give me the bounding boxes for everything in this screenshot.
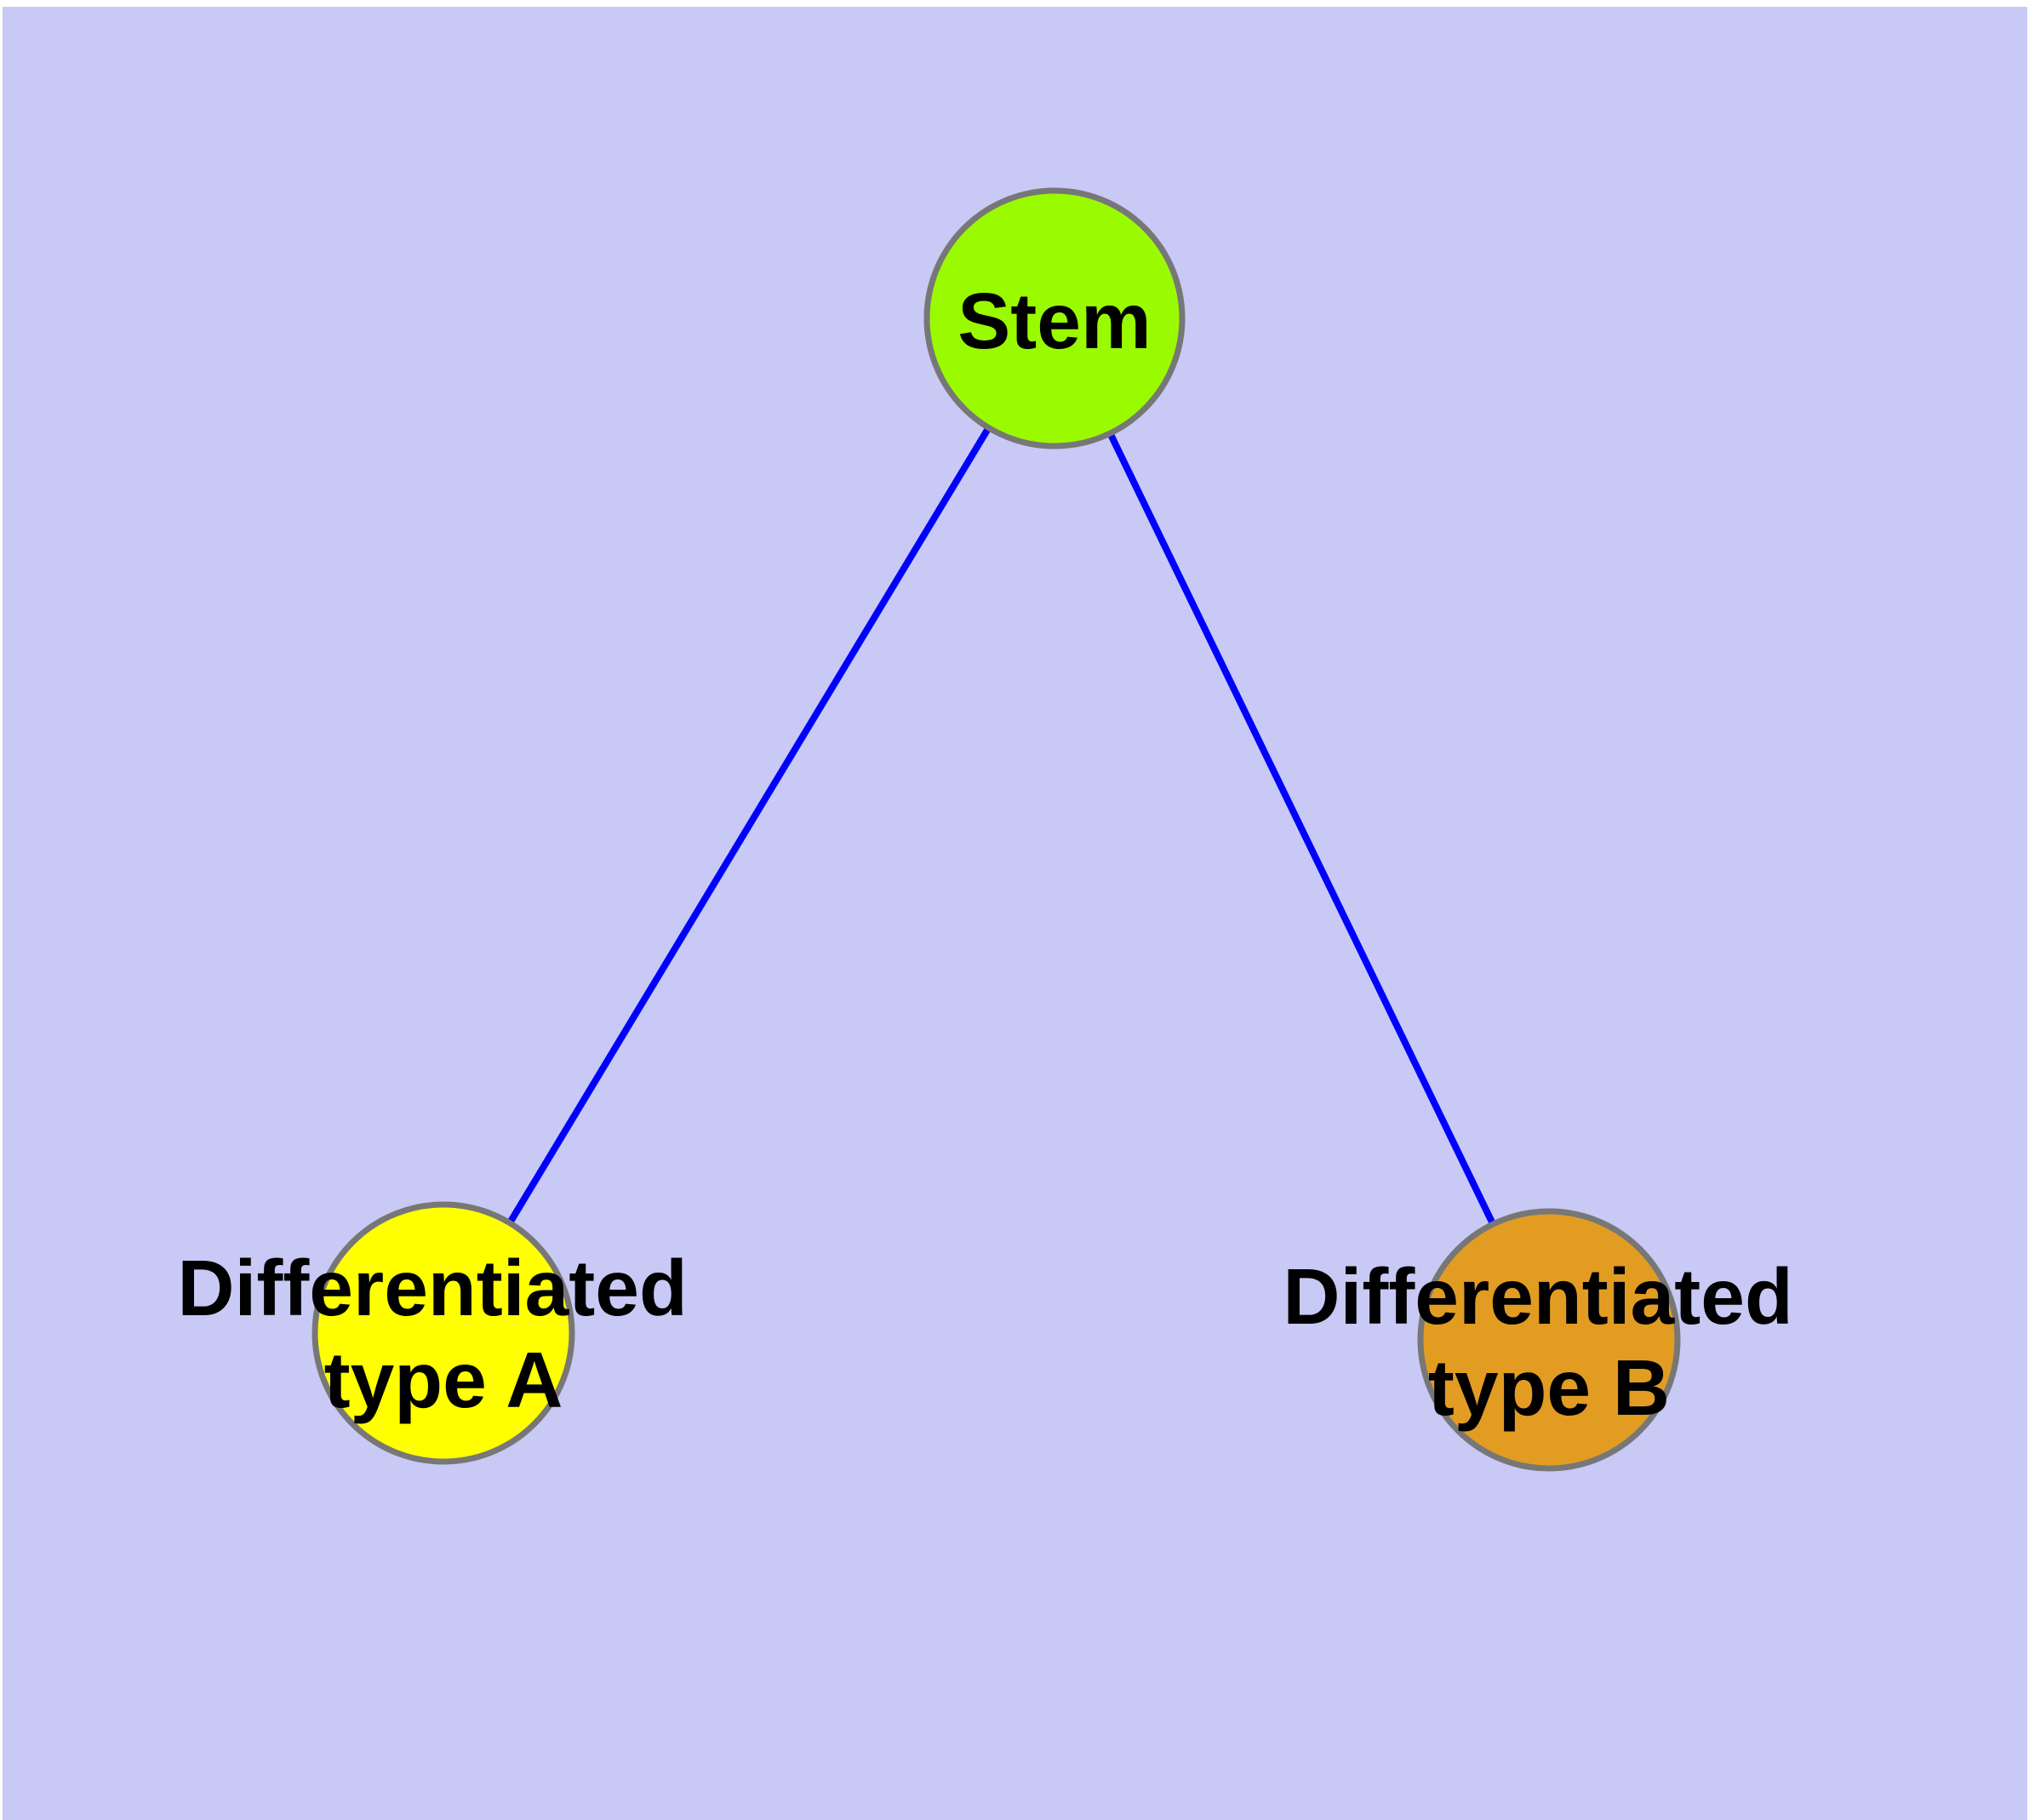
- node-stem-label: Stem: [957, 277, 1151, 365]
- node-differentiated-type-a: [311, 1201, 575, 1465]
- node-type-a-label-line-1: Differentiated: [177, 1244, 687, 1332]
- node-stem-label-line-1: Stem: [957, 277, 1151, 365]
- node-differentiated-type-b: [1417, 1208, 1681, 1472]
- node-type-b-label-line-1: Differentiated: [1283, 1252, 1792, 1341]
- node-type-a-label-line-2: type A: [324, 1336, 563, 1424]
- edge-stem-to-type-a: [440, 316, 1058, 1336]
- node-type-b-label-line-2: type B: [1428, 1343, 1670, 1432]
- node-type-b-label: Differentiated type B: [1283, 1252, 1815, 1432]
- edge-stem-to-type-b: [1051, 317, 1552, 1342]
- node-stem: [923, 187, 1186, 449]
- node-type-a-label: Differentiated type A: [177, 1244, 709, 1424]
